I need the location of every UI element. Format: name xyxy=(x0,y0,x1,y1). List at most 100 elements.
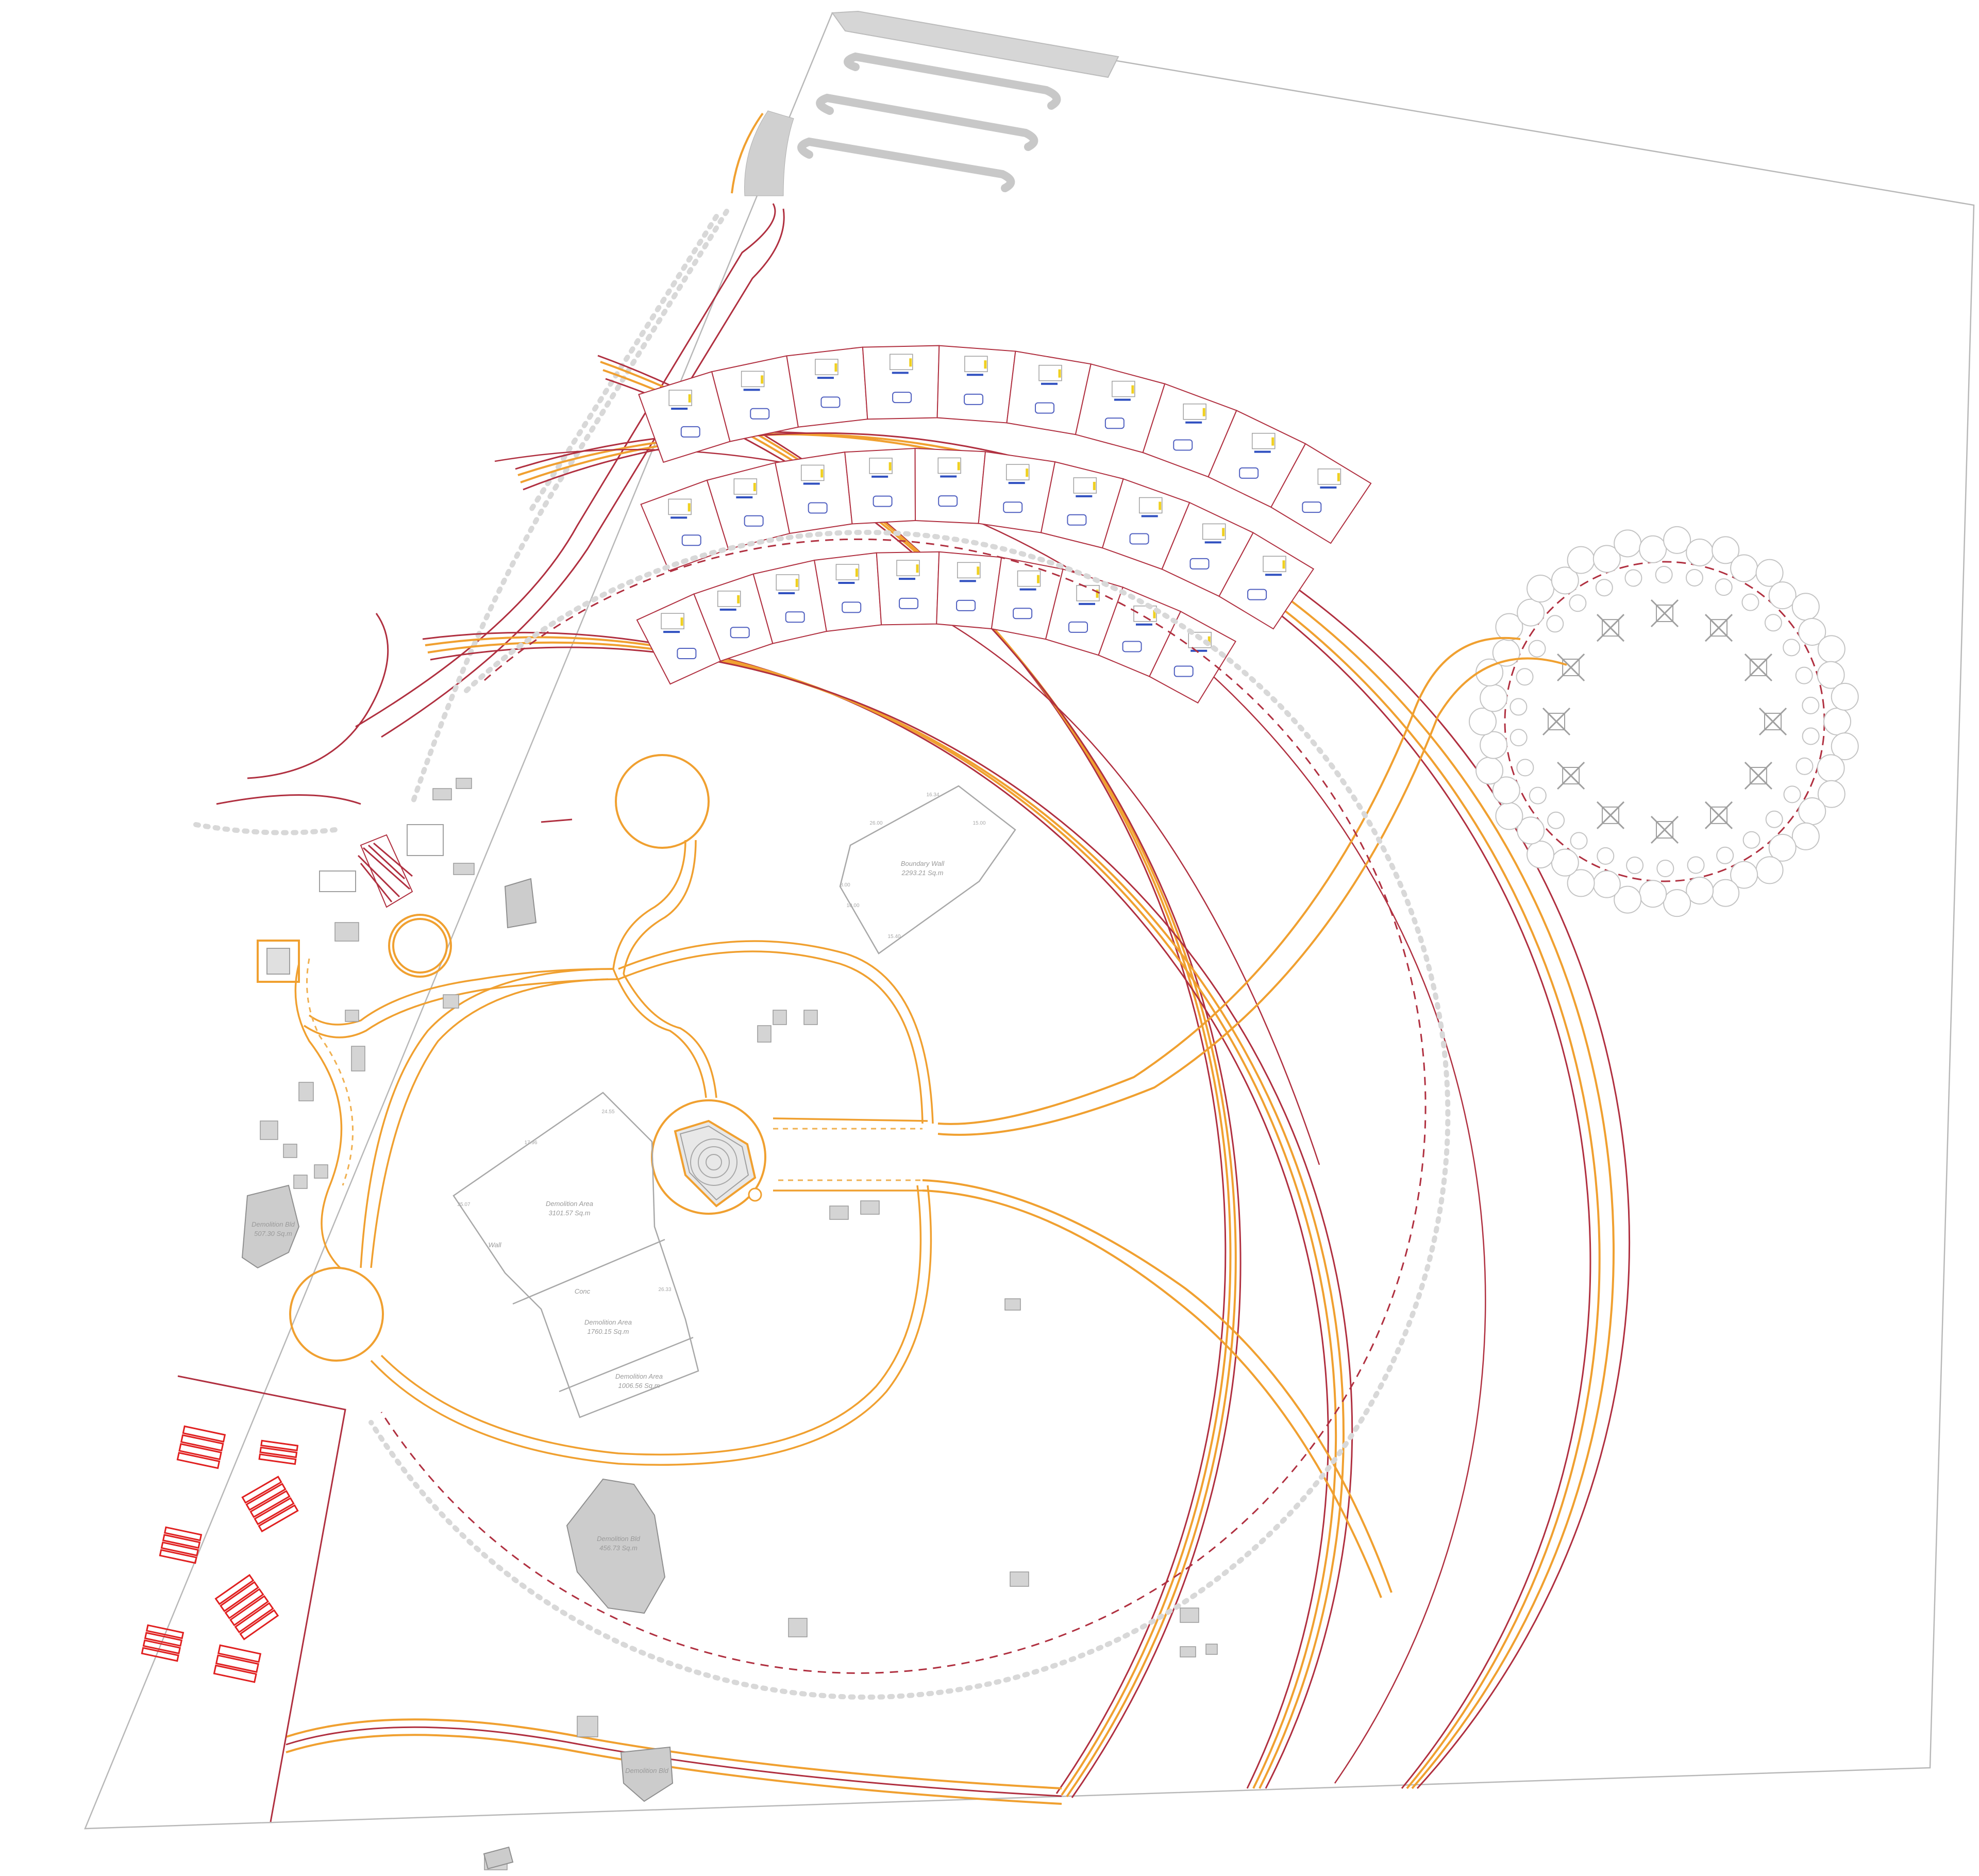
residential-lot xyxy=(914,447,986,524)
tree-canopy-icon xyxy=(1831,732,1859,761)
pool xyxy=(956,599,976,611)
small-building xyxy=(314,1164,328,1179)
garden-bed xyxy=(159,1526,203,1564)
parking-entry-island xyxy=(744,110,794,196)
tree-canopy-icon xyxy=(1510,729,1528,747)
dim-label: 8.00 xyxy=(840,882,850,888)
small-building xyxy=(860,1200,880,1215)
bed-strip xyxy=(160,1541,199,1556)
tree-canopy-icon xyxy=(1768,833,1797,862)
plaza-circle-west xyxy=(388,914,452,978)
pool xyxy=(873,495,893,507)
tree-canopy-icon xyxy=(1495,802,1523,830)
bed-strip xyxy=(141,1647,179,1662)
bed-strip xyxy=(214,1574,255,1605)
boundary-wall-area: 2293.21 Sq.m xyxy=(901,869,944,877)
pool xyxy=(1122,641,1142,652)
pavilion-brace xyxy=(1744,761,1772,790)
demolition-divider xyxy=(559,1336,694,1393)
garden-bed xyxy=(241,1476,299,1533)
garden-bed xyxy=(213,1644,262,1683)
house-outline xyxy=(1183,404,1206,420)
house-outline xyxy=(896,560,920,576)
pavilion-icon xyxy=(1758,707,1787,736)
pavilion-brace xyxy=(1596,801,1625,829)
tree-canopy-icon xyxy=(1798,617,1826,646)
pool xyxy=(1247,589,1267,600)
pool xyxy=(1239,467,1259,479)
site-boundary xyxy=(84,12,1975,1830)
tree-canopy-icon xyxy=(1715,578,1733,596)
pavilion-roof xyxy=(1764,713,1782,730)
demolition-area-label: Demolition Area xyxy=(546,1200,593,1208)
bed-strip xyxy=(234,1602,274,1634)
tree-canopy-icon xyxy=(1686,876,1714,904)
residential-lot xyxy=(936,345,1016,424)
bed-strip xyxy=(258,1504,299,1533)
tree-canopy-icon xyxy=(1817,780,1846,808)
tree-canopy-icon xyxy=(1528,640,1546,658)
tree-canopy-icon xyxy=(1730,861,1758,889)
pavilion-roof xyxy=(1656,821,1673,839)
house-outline xyxy=(1263,556,1286,573)
dim-label: 24.55 xyxy=(601,1109,614,1115)
house-outline xyxy=(800,464,825,481)
pool xyxy=(1302,501,1322,513)
pavilion-brace xyxy=(1650,599,1679,628)
pool xyxy=(938,495,958,507)
garden-bed xyxy=(141,1624,185,1662)
bed-strip xyxy=(180,1434,224,1452)
tree-canopy-icon xyxy=(1517,598,1545,627)
marker-line xyxy=(541,818,573,823)
house-outline xyxy=(1202,523,1226,540)
small-building xyxy=(1004,1298,1021,1311)
tree-canopy-icon xyxy=(1592,545,1621,573)
house-outline xyxy=(1005,464,1030,480)
residential-lot xyxy=(752,559,827,644)
pavilion-brace xyxy=(1758,707,1787,736)
residential-lots xyxy=(636,345,1372,704)
house-outline xyxy=(1038,364,1062,381)
house-outline xyxy=(957,562,981,579)
demolition-bld-label: Demolition Bld xyxy=(625,1767,669,1774)
bed-strip xyxy=(229,1595,270,1627)
demolition-area-label: Demolition Area xyxy=(584,1318,632,1326)
pavilion-group xyxy=(1542,599,1787,844)
tree-canopy-icon xyxy=(1527,575,1555,603)
small-building xyxy=(829,1205,849,1220)
pool xyxy=(677,648,697,660)
tree-canopy-icon xyxy=(1639,880,1667,908)
small-building xyxy=(1180,1646,1196,1657)
tree-canopy-icon xyxy=(1469,708,1497,735)
small-building xyxy=(1180,1607,1199,1623)
demolition-bld-north xyxy=(504,878,537,929)
tree-canopy-icon xyxy=(1551,848,1579,877)
dim-label: 10.00 xyxy=(846,903,859,909)
pool xyxy=(964,393,984,405)
tree-canopy-icon xyxy=(1516,668,1534,686)
tree-canopy-icon xyxy=(1730,554,1758,582)
pavilion-brace xyxy=(1704,614,1733,642)
house-outline xyxy=(776,574,799,591)
tree-canopy-icon xyxy=(1802,696,1820,714)
demolition-area-label: Demolition Area xyxy=(615,1372,663,1380)
dim-label: 26.00 xyxy=(869,820,882,826)
tree-canopy-icon xyxy=(1742,831,1760,849)
gatehouse xyxy=(257,940,300,983)
house-outline xyxy=(668,390,692,406)
plaza-circle-west-inner xyxy=(392,918,448,974)
bed-strip xyxy=(145,1624,185,1639)
bed-strip xyxy=(176,1452,221,1469)
lot-boundary xyxy=(936,345,1016,424)
bed-strip xyxy=(260,1439,299,1452)
lot-boundary xyxy=(775,451,853,534)
tree-canopy-icon xyxy=(1516,759,1534,777)
tree-canopy-icon xyxy=(1626,857,1644,875)
small-building xyxy=(788,1618,808,1637)
pavilion-roof xyxy=(1749,767,1767,784)
pavilion-roof xyxy=(1548,713,1565,730)
tree-canopy-icon xyxy=(1716,846,1734,864)
tree-canopy-icon xyxy=(1475,658,1504,686)
park-boundary-dashed xyxy=(380,538,1427,1674)
garden-bed xyxy=(258,1439,299,1465)
